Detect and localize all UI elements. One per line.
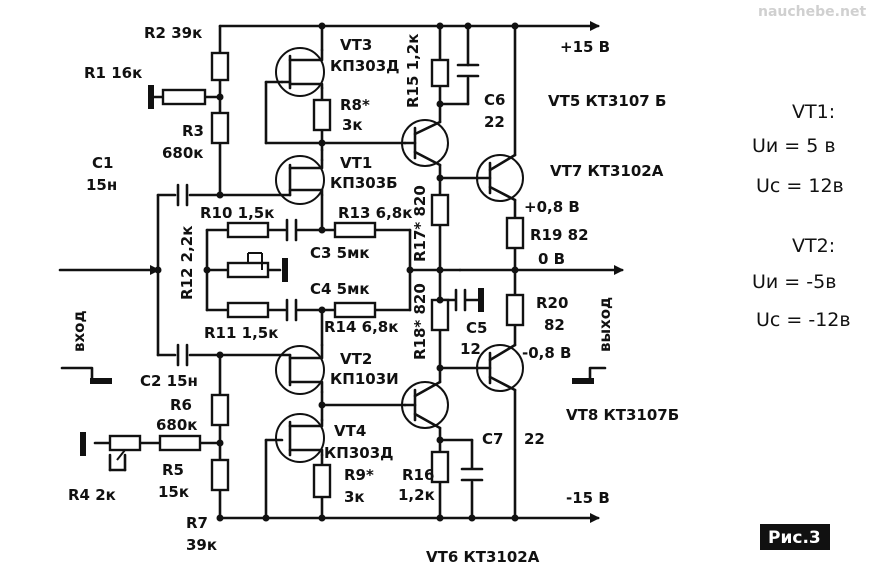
- vt7-bjt: [476, 153, 524, 202]
- label-minus15: -15 В: [566, 489, 610, 507]
- label-r8: R8*: [340, 96, 370, 114]
- label-plus15: +15 В: [560, 38, 610, 56]
- vt1-fet: [275, 155, 325, 205]
- label-r6: R6: [170, 396, 192, 414]
- label-vt7: VT7 КТ3102А: [550, 162, 664, 180]
- label-c7: C7: [482, 430, 503, 448]
- vt3-fet: [275, 47, 325, 97]
- label-vt5: VT5 КТ3107 Б: [548, 92, 666, 110]
- label-0v: 0 В: [538, 250, 565, 268]
- label-r20: R20: [536, 294, 568, 312]
- figure-badge: Рис.3: [760, 524, 830, 550]
- vt2-fet: [275, 343, 325, 395]
- capacitors: [176, 63, 484, 482]
- label-r16: R16: [402, 466, 434, 484]
- label-vt1-type: КП303Б: [330, 174, 398, 192]
- label-r18: R18* 820: [411, 283, 429, 360]
- label-r6-value: 680к: [156, 416, 198, 434]
- note-vt2-uc: Uc = -12в: [756, 309, 851, 331]
- label-c6-value: 22: [484, 113, 505, 131]
- label-vt4-type: КП303Д: [324, 444, 394, 462]
- label-r3: R3: [182, 122, 204, 140]
- label-r4: R4 2к: [68, 486, 116, 504]
- vt4-fet: [275, 413, 325, 463]
- note-vt2-ui: Uи = -5в: [752, 271, 836, 293]
- label-r8-value: 3к: [342, 116, 363, 134]
- label-p08: +0,8 В: [524, 198, 580, 216]
- label-r11: R11 1,5к: [204, 324, 278, 342]
- label-r5-value: 15к: [158, 483, 189, 501]
- label-r15: R15 1,2к: [404, 34, 422, 108]
- label-r3-value: 680к: [162, 144, 204, 162]
- label-r17: R17* 820: [411, 185, 429, 262]
- label-vt8: VT8 КТ3107Б: [566, 406, 679, 424]
- label-r7: R7: [186, 514, 208, 532]
- note-vt1-title: VT1:: [792, 101, 835, 123]
- note-vt1-uc: Uc = 12в: [756, 175, 844, 197]
- label-r12: R12 2,2к: [178, 226, 196, 300]
- label-r1: R1 16к: [84, 64, 142, 82]
- label-c3: C3 5мк: [310, 244, 370, 262]
- label-vt1: VT1: [340, 154, 372, 172]
- label-c4: C4 5мк: [310, 280, 370, 298]
- note-vt1-ui: Uи = 5 в: [752, 135, 836, 157]
- label-c1-value: 15н: [86, 176, 117, 194]
- label-r19: R19 82: [530, 226, 589, 244]
- label-r5: R5: [162, 461, 184, 479]
- label-c6: C6: [484, 91, 505, 109]
- figure-label: Рис.3: [768, 528, 821, 548]
- label-vt4: VT4: [334, 422, 366, 440]
- watermark: nauchebe.net: [758, 4, 866, 20]
- label-r9-value: 3к: [344, 488, 365, 506]
- label-r16-value: 1,2к: [398, 486, 435, 504]
- label-r9: R9*: [344, 466, 374, 484]
- vt6-bjt: [401, 380, 449, 430]
- label-r7-value: 39к: [186, 536, 217, 554]
- label-c5-value: 12: [460, 340, 481, 358]
- label-output: выход: [596, 297, 614, 352]
- grounds: [60, 85, 607, 456]
- label-vt6: VT6 КТ3102А: [426, 548, 540, 566]
- vt8-bjt: [476, 343, 524, 392]
- note-vt2-title: VT2:: [792, 235, 835, 257]
- label-r2: R2 39к: [144, 24, 202, 42]
- label-r14: R14 6,8к: [324, 318, 398, 336]
- label-r20-value: 82: [544, 316, 565, 334]
- label-c5: C5: [466, 319, 487, 337]
- label-m08: -0,8 В: [522, 344, 571, 362]
- label-vt3-type: КП303Д: [330, 57, 400, 75]
- label-r10: R10 1,5к: [200, 204, 274, 222]
- label-vt2: VT2: [340, 350, 372, 368]
- label-input: вход: [70, 310, 88, 352]
- wires: [58, 21, 624, 523]
- label-vt3: VT3: [340, 36, 372, 54]
- label-c1: C1: [92, 154, 113, 172]
- vt5-bjt: [401, 119, 449, 167]
- label-c2: C2 15н: [140, 372, 198, 390]
- label-c7-value: 22: [524, 430, 545, 448]
- label-vt2-type: КП103И: [330, 370, 399, 388]
- resistors: [108, 51, 525, 499]
- label-r13: R13 6,8к: [338, 204, 412, 222]
- junctions: [154, 22, 519, 522]
